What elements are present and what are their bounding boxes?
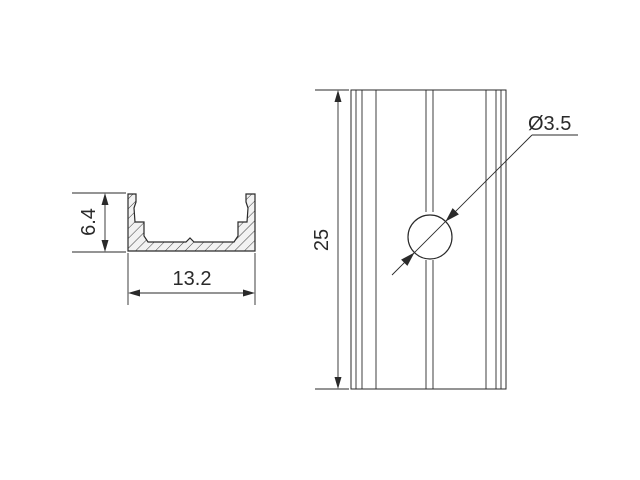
diameter-leader-line — [391, 134, 533, 276]
diameter-arrow-upper — [445, 208, 459, 222]
profile-outline — [127, 193, 256, 252]
length-arrow-bottom — [334, 377, 342, 389]
profile-width-dimension: 13.2 — [127, 253, 256, 305]
profile-height-dimension: 6.4 — [72, 192, 126, 253]
hole-diameter-dimension: Ø3.5 — [391, 113, 578, 276]
length-arrow-top — [334, 90, 342, 102]
clip-top-view — [350, 89, 507, 390]
profile-width-label: 13.2 — [173, 268, 212, 290]
diameter-arrow-lower — [401, 252, 415, 266]
profile-height-label: 6.4 — [78, 208, 100, 236]
clip-outline — [350, 89, 507, 390]
height-arrow-top — [101, 193, 109, 205]
profile-cross-section — [127, 193, 256, 252]
clip-length-label: 25 — [311, 229, 333, 251]
height-arrow-bottom — [101, 240, 109, 252]
width-arrow-right — [243, 289, 255, 297]
hole-diameter-label: Ø3.5 — [528, 113, 571, 135]
width-arrow-left — [128, 289, 140, 297]
clip-length-dimension: 25 — [311, 89, 349, 390]
